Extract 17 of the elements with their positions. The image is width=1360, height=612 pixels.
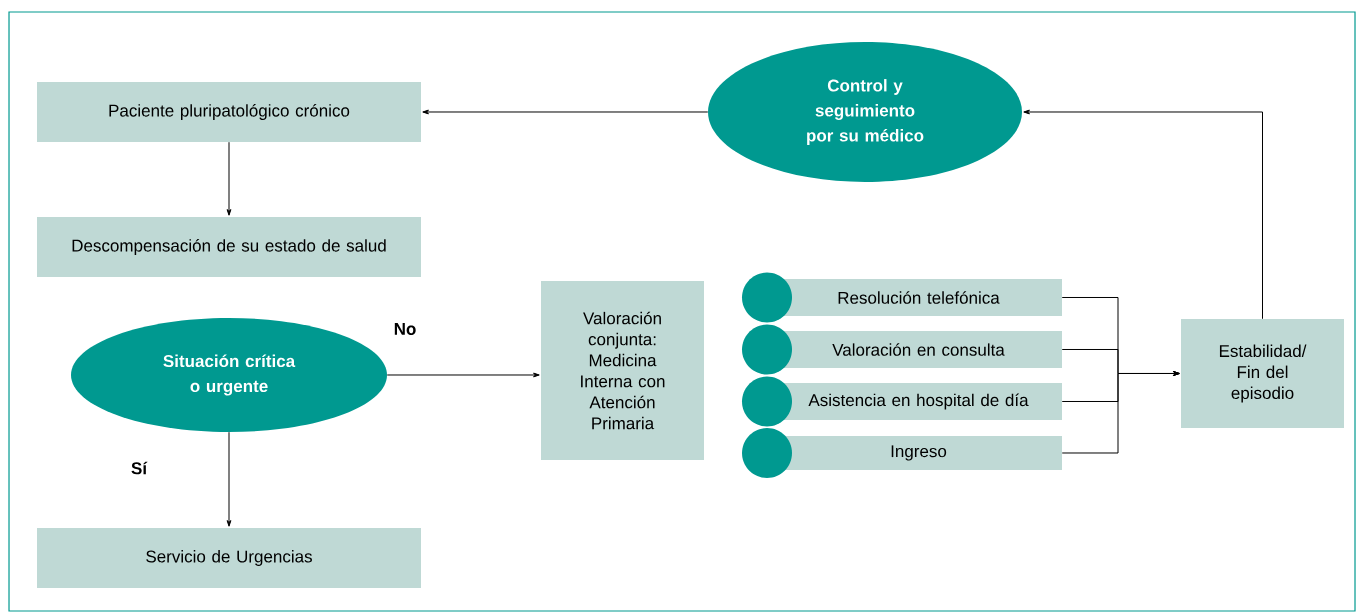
edge-label: No — [394, 323, 416, 335]
arrow — [386, 372, 540, 378]
process-box: Estabilidad/ Fin del episodio — [1181, 319, 1344, 428]
arrow — [226, 431, 232, 527]
process-box: Descompensación de su estado de salud — [37, 217, 421, 277]
arrow — [226, 141, 232, 216]
process-box: Servicio de Urgencias — [37, 528, 421, 588]
option-bar: Resolución telefónica — [742, 272, 1062, 323]
arrow — [1061, 371, 1180, 454]
process-box: Paciente pluripatológico crónico — [37, 82, 421, 142]
option-bar: Ingreso — [742, 428, 1062, 478]
arrow — [1023, 109, 1263, 320]
option-bar: Valoración en consulta — [742, 324, 1062, 375]
edge-label: Sí — [131, 461, 148, 475]
arrow — [422, 109, 709, 115]
option-bar: Asistencia en hospital de día — [742, 376, 1062, 427]
process-box: Valoración conjunta: Medicina Interna con Atención Primaria — [541, 281, 704, 460]
